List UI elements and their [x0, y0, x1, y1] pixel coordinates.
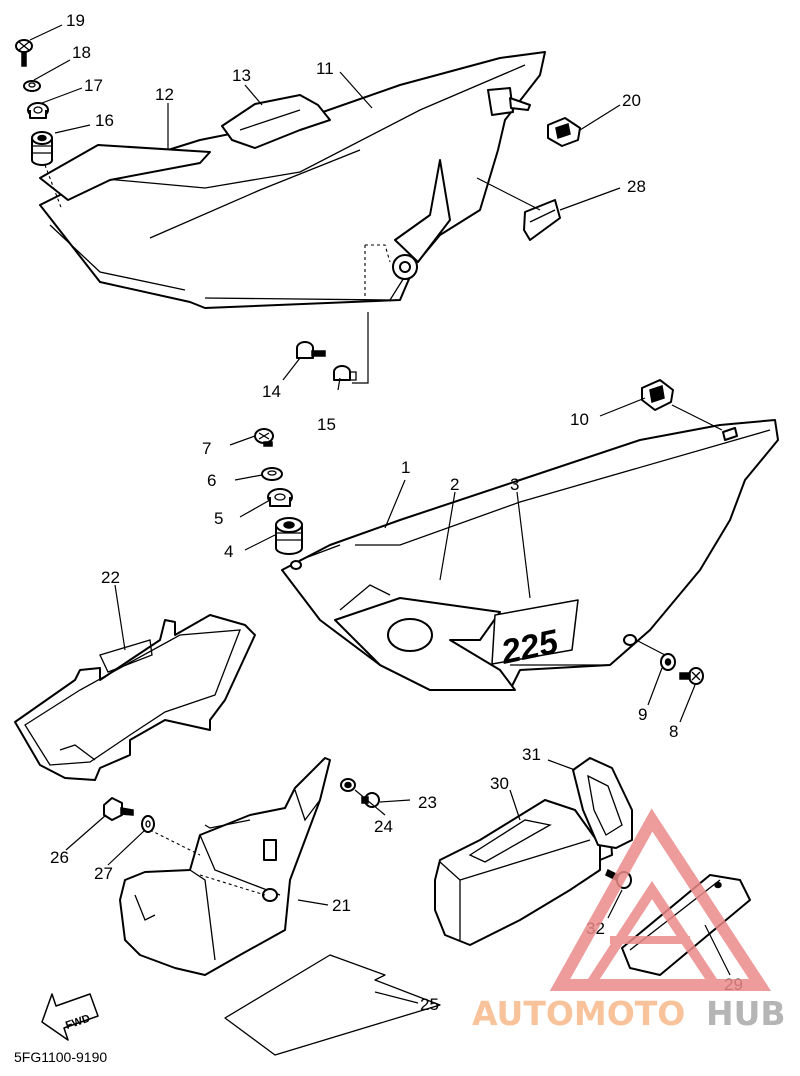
callout-15: 15: [317, 415, 336, 434]
callout-8: 8: [669, 722, 678, 741]
callout-20: 20: [622, 91, 641, 110]
decal-225: 225: [491, 599, 579, 672]
damper-28: [523, 199, 561, 241]
callout-23: 23: [418, 793, 437, 812]
nut-15: [333, 365, 357, 381]
grommet-4: [275, 517, 303, 555]
graphic-panel: [334, 597, 516, 691]
callout-21: 21: [332, 896, 351, 915]
callout-25: 25: [420, 995, 439, 1014]
drawing-code: 5FG1100-9190: [14, 1049, 107, 1065]
screw-19: [15, 39, 33, 67]
callout-3: 3: [510, 475, 519, 494]
callout-9: 9: [638, 705, 647, 724]
callout-26: 26: [50, 848, 69, 867]
mount-guide-upper: [44, 164, 63, 211]
emblem-panel: [39, 144, 211, 201]
watermark-text-b: HUB: [706, 994, 786, 1033]
callout-7: 7: [202, 439, 211, 458]
callout-16: 16: [95, 111, 114, 130]
upper-side-cover: [39, 51, 546, 309]
callout-27: 27: [94, 864, 113, 883]
screw-23: [361, 792, 380, 808]
callout-28: 28: [627, 177, 646, 196]
grommet-16: [31, 131, 53, 166]
callout-13: 13: [232, 66, 251, 85]
callout-4: 4: [224, 542, 233, 561]
grommet-20: [547, 117, 581, 147]
leader-lines: [29, 24, 731, 1004]
callout-10: 10: [570, 410, 589, 429]
callout-18: 18: [72, 43, 91, 62]
bolt-26: [103, 797, 134, 821]
washer-6: [261, 467, 283, 481]
callout-12: 12: [155, 85, 174, 104]
bracket-22: [14, 614, 256, 781]
callout-6: 6: [207, 471, 216, 490]
washer-27: [141, 815, 155, 833]
washer-18: [23, 80, 41, 92]
collar-17: [27, 102, 49, 119]
sheet-25: [224, 954, 441, 1056]
watermark-logo: [549, 808, 772, 991]
collar-5: [267, 488, 293, 507]
callout-24: 24: [374, 817, 393, 836]
callout-22: 22: [101, 568, 120, 587]
washer-9: [660, 653, 676, 671]
nut-24: [340, 778, 356, 792]
screw-7: [254, 428, 274, 447]
watermark: AUTOMOTO HUB: [472, 808, 786, 1033]
callout-14: 14: [262, 382, 281, 401]
callout-11: 11: [316, 59, 334, 78]
callout-5: 5: [214, 509, 223, 528]
tool-kit: [621, 874, 751, 976]
grommet-10: [641, 379, 674, 411]
callout-30: 30: [490, 774, 509, 793]
callout-2: 2: [450, 475, 459, 494]
callout-1: 1: [401, 458, 410, 477]
screw-8: [679, 667, 704, 685]
callout-19: 19: [66, 11, 85, 30]
tool-band: [572, 757, 633, 849]
forward-direction-arrow: FWD: [41, 993, 99, 1041]
watermark-text-a: AUTOMOTO: [472, 994, 685, 1033]
callout-17: 17: [84, 76, 103, 95]
battery-box: [119, 757, 331, 976]
callout-31: 31: [522, 745, 541, 764]
graphic-sticker: [221, 94, 331, 149]
bolt-14: [296, 341, 326, 359]
mount-hole: [623, 634, 637, 646]
